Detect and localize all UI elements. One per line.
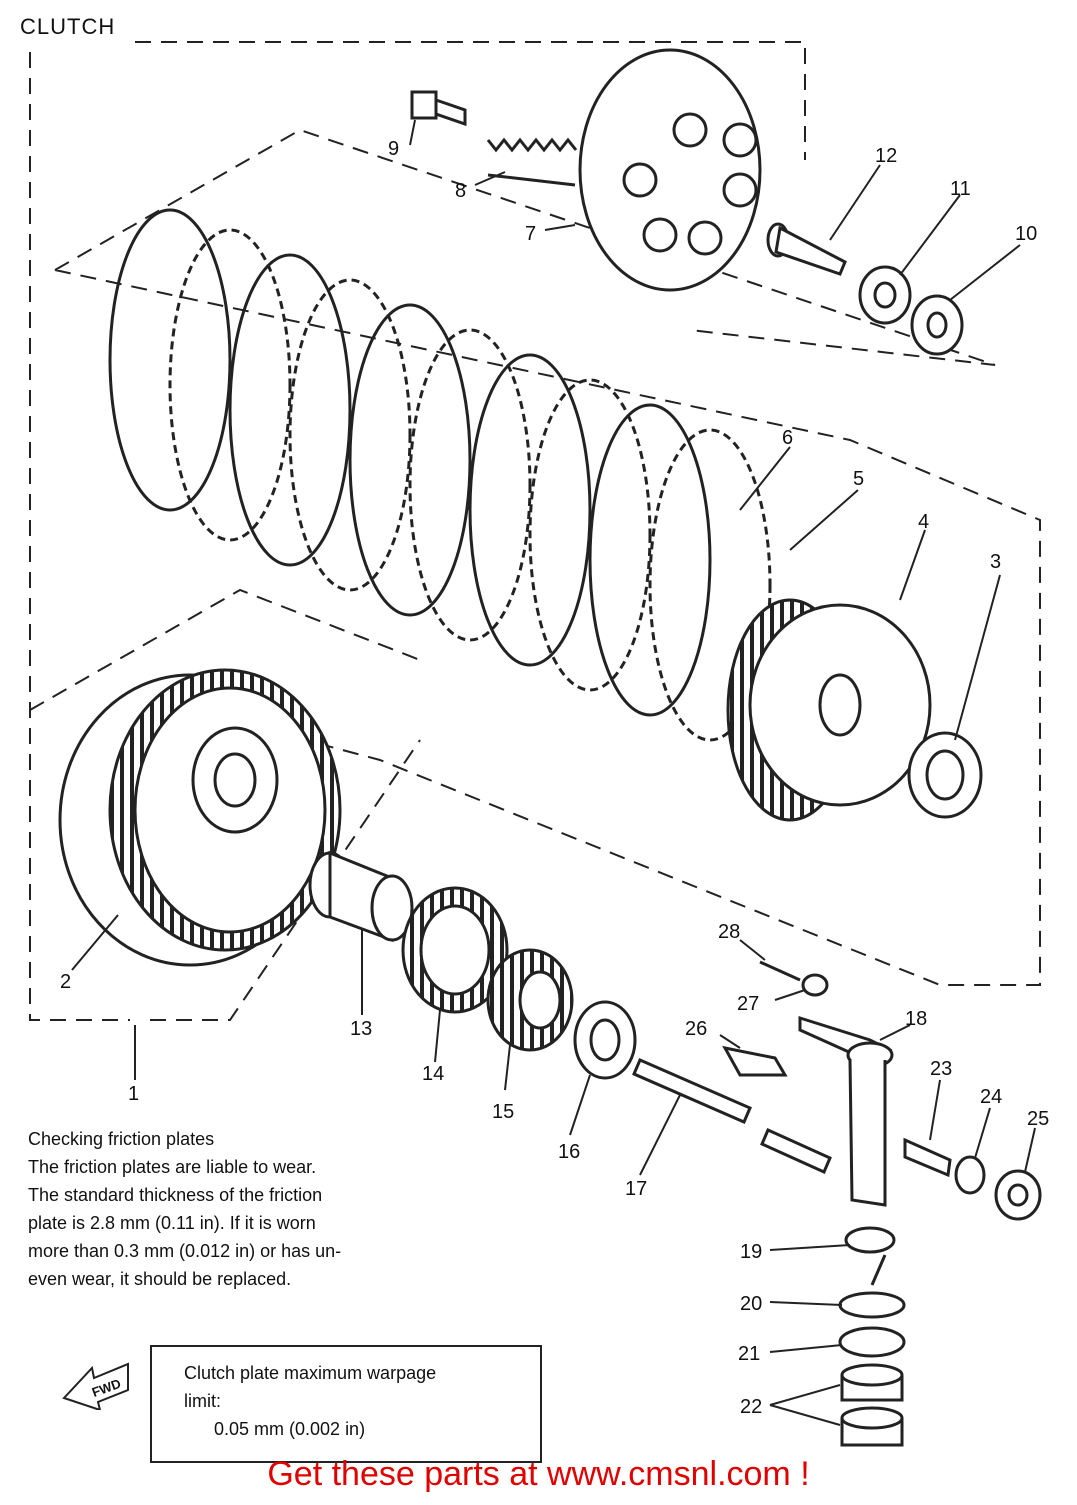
clutch-boss [726, 598, 932, 822]
spring-pin [759, 960, 801, 982]
callout-24: 24 [980, 1086, 1002, 1108]
pump-drive-gear [486, 948, 574, 1052]
note-line: more than 0.3 mm (0.012 in) or has un- [28, 1241, 342, 1261]
note-line: even wear, it should be replaced. [28, 1269, 292, 1289]
callout-26: 26 [685, 1018, 707, 1040]
friction-plate [228, 253, 352, 567]
note-heading: Checking friction plates [28, 1129, 215, 1149]
note-line: The friction plates are liable to wear. [28, 1157, 317, 1177]
callout-23: 23 [930, 1058, 952, 1080]
note-line: plate is 2.8 mm (0.11 in). If it is worn [28, 1213, 316, 1233]
page-title: CLUTCH [20, 14, 116, 39]
clutch-plate [408, 328, 532, 642]
thrust-washer [907, 731, 983, 819]
spec-value: 0.05 mm (0.002 in) [214, 1419, 366, 1439]
locknut [994, 1169, 1042, 1221]
callout-labels: 1 2 3 4 5 6 7 8 9 10 11 12 13 14 15 16 1… [60, 138, 1049, 1418]
callout-22: 22 [740, 1396, 762, 1418]
primary-drive-gear [401, 886, 509, 1014]
fwd-arrow-icon: FWD [62, 1362, 129, 1410]
friction-plate-note: Checking friction plates The friction pl… [28, 1125, 428, 1293]
needle-bearings [840, 1363, 904, 1447]
oil-seal [838, 1291, 906, 1319]
callout-4: 4 [918, 511, 929, 533]
callout-21: 21 [738, 1343, 760, 1365]
lever-pin [801, 973, 829, 997]
dashed-group-outline-plates [54, 128, 1041, 986]
callout-6: 6 [782, 427, 793, 449]
callout-10: 10 [1015, 223, 1037, 245]
clutch-plate [168, 228, 292, 542]
callout-11: 11 [950, 178, 971, 200]
callout-3: 3 [990, 551, 1001, 573]
lock-washer [910, 294, 964, 356]
clutch-housing [58, 668, 342, 967]
footer-link[interactable]: Get these parts at www.cmsnl.com ! [267, 1455, 810, 1493]
clip [722, 1045, 788, 1077]
warpage-spec-box: Clutch plate maximum warpage limit: 0.05… [150, 1345, 542, 1463]
clutch-plate-stack [108, 208, 772, 742]
friction-plate [588, 403, 712, 717]
adjust-washer [954, 1155, 986, 1195]
callout-16: 16 [558, 1141, 580, 1163]
clutch-plate [288, 278, 412, 592]
push-rod [766, 222, 847, 276]
callout-14: 14 [422, 1063, 444, 1085]
callout-12: 12 [875, 145, 897, 167]
pressure-plate [578, 48, 762, 292]
friction-plate [348, 303, 472, 617]
dashed-group-outline-top [29, 41, 806, 1021]
dashed-group-outline-hub [29, 588, 421, 711]
callout-20: 20 [740, 1293, 762, 1315]
friction-plate [108, 208, 232, 512]
bearing [838, 1326, 906, 1358]
clutch-plate [648, 428, 772, 742]
callout-13: 13 [350, 1018, 372, 1040]
clutch-bolt [410, 90, 467, 127]
adjusting-screw [903, 1137, 952, 1178]
note-line: The standard thickness of the friction [28, 1185, 323, 1205]
leader-lines [71, 119, 1036, 1426]
callout-19: 19 [740, 1241, 762, 1263]
nut [858, 265, 912, 325]
callout-15: 15 [492, 1101, 514, 1123]
callout-7: 7 [525, 223, 536, 245]
callout-9: 9 [388, 138, 399, 160]
callout-25: 25 [1027, 1108, 1049, 1130]
collar [308, 850, 414, 943]
callout-27: 27 [737, 993, 759, 1015]
callout-17: 17 [625, 1178, 647, 1200]
push-lever [798, 1015, 894, 1207]
callout-5: 5 [853, 468, 864, 490]
clutch-spring [486, 137, 578, 187]
spec-line: limit: [184, 1391, 221, 1411]
callout-8: 8 [455, 180, 466, 202]
callout-28: 28 [718, 921, 740, 943]
return-spring [844, 1226, 896, 1286]
friction-plate [468, 353, 592, 667]
spec-line: Clutch plate maximum warpage [184, 1363, 437, 1383]
push-lever-shaft [632, 1058, 832, 1174]
washer [573, 1000, 637, 1080]
callout-2: 2 [60, 971, 71, 993]
callout-1: 1 [128, 1083, 139, 1105]
callout-18: 18 [905, 1008, 927, 1030]
clutch-plate [528, 378, 652, 692]
